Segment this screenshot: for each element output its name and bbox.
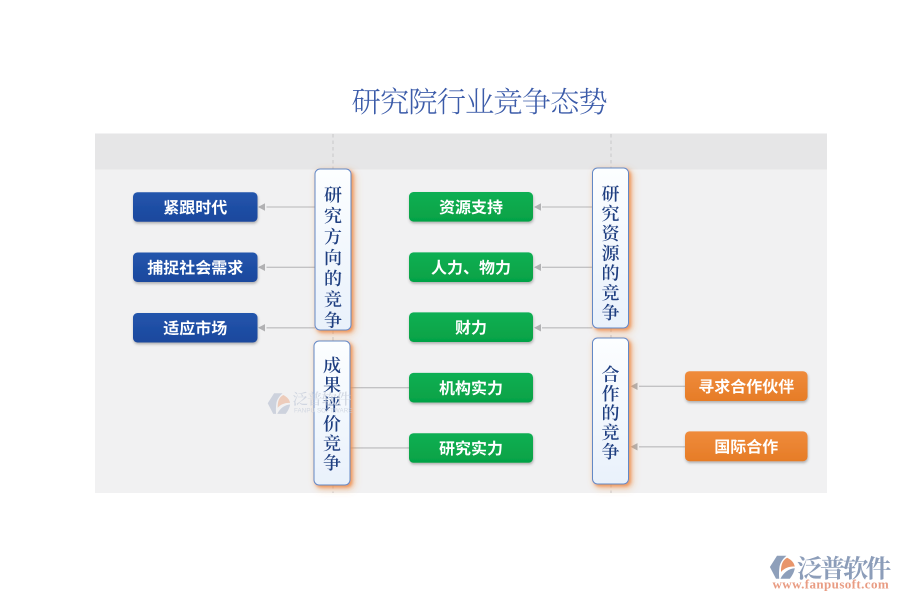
svg-text:www.fanpusoft.com: www.fanpusoft.com [773, 577, 890, 592]
svg-text:FANPU SOFTWARE: FANPU SOFTWARE [294, 408, 353, 415]
